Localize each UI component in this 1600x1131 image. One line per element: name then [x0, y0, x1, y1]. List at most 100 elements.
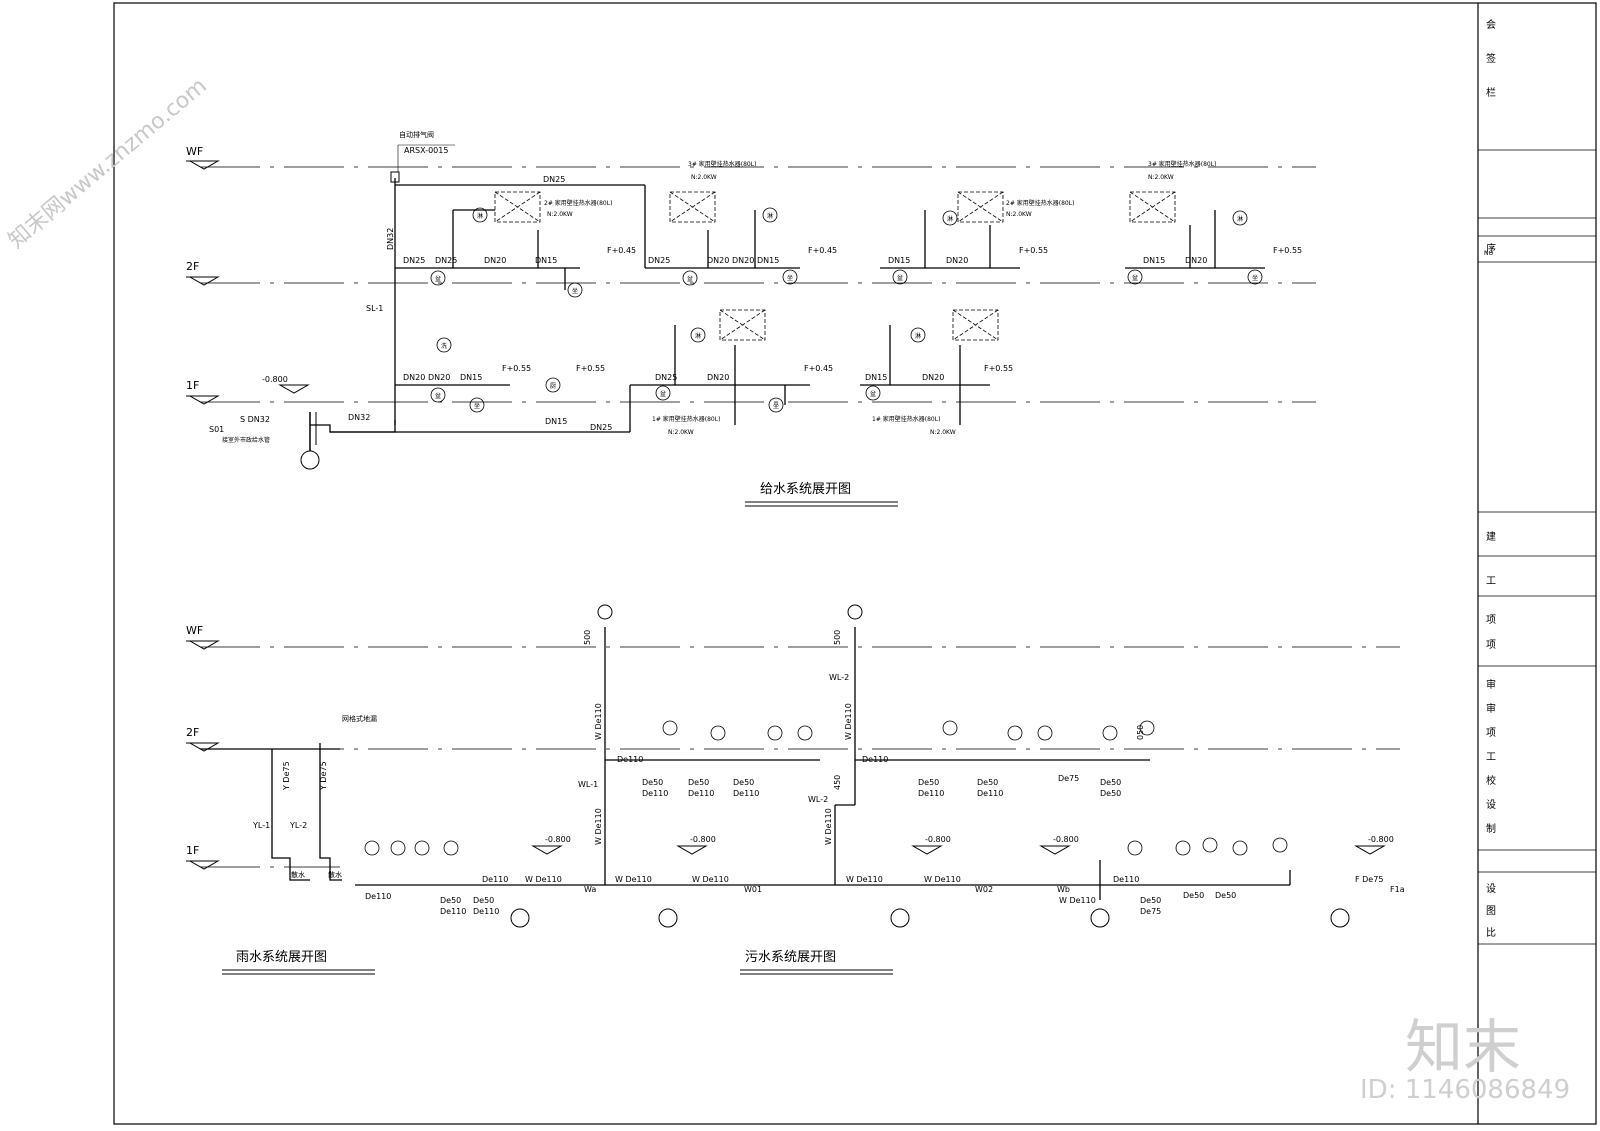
supply-floor-wf: WF — [186, 145, 203, 158]
svg-text:3# 家用壁挂热水器(80L): 3# 家用壁挂热水器(80L) — [1148, 160, 1216, 168]
svg-text:DN15: DN15 — [757, 256, 779, 265]
svg-text:DN32: DN32 — [348, 413, 370, 422]
svg-text:淋: 淋 — [1237, 215, 1243, 223]
sewage-pipes — [355, 627, 1291, 900]
svg-text:DN15: DN15 — [460, 373, 482, 382]
svg-text:N:2.0KW: N:2.0KW — [691, 174, 717, 181]
svg-text:DN15: DN15 — [1143, 256, 1165, 265]
svg-text:De75: De75 — [1140, 907, 1161, 916]
svg-text:淋: 淋 — [477, 212, 483, 220]
svg-text:De110: De110 — [1113, 875, 1139, 884]
svg-text:De50: De50 — [977, 778, 998, 787]
svg-text:盆: 盆 — [435, 392, 441, 400]
svg-text:WL-2: WL-2 — [829, 673, 849, 682]
tb-5: 建 — [1486, 532, 1496, 543]
svg-text:De50: De50 — [473, 896, 494, 905]
svg-text:坐: 坐 — [787, 274, 793, 282]
svg-text:DN20: DN20 — [403, 373, 425, 382]
svg-text:F+0.55: F+0.55 — [1273, 246, 1302, 255]
svg-text:-0.800: -0.800 — [1368, 835, 1394, 844]
svg-text:De75: De75 — [1058, 774, 1079, 783]
svg-text:接室外市政给水管: 接室外市政给水管 — [222, 436, 270, 444]
svg-text:N:2.0KW: N:2.0KW — [668, 429, 694, 436]
drain-floor-2f: 2F — [186, 726, 199, 739]
svg-text:DN20: DN20 — [732, 256, 754, 265]
watermark-id: ID: 1146086849 — [1360, 1075, 1571, 1105]
svg-text:盆: 盆 — [435, 275, 441, 283]
svg-text:De50: De50 — [440, 896, 461, 905]
svg-text:淋: 淋 — [947, 215, 953, 223]
sewage-fixtures — [364, 720, 1288, 856]
svg-text:DN20: DN20 — [946, 256, 968, 265]
svg-text:盆: 盆 — [687, 275, 693, 283]
drain-floor-markers — [186, 640, 219, 870]
svg-text:WL-1: WL-1 — [578, 780, 598, 789]
svg-text:De110: De110 — [733, 789, 759, 798]
svg-text:W De110: W De110 — [594, 808, 603, 845]
svg-text:DN20: DN20 — [707, 256, 729, 265]
svg-text:DN15: DN15 — [545, 417, 567, 426]
svg-text:自动排气阀: 自动排气阀 — [399, 130, 434, 139]
svg-text:F+0.55: F+0.55 — [984, 364, 1013, 373]
tb-17: 图 — [1486, 906, 1496, 917]
svg-text:De50: De50 — [1215, 891, 1236, 900]
tb-15: 制 — [1486, 824, 1496, 835]
rain-pipes — [200, 743, 342, 881]
supply-floor-lines — [200, 166, 1316, 403]
svg-text:DN20: DN20 — [1185, 256, 1207, 265]
sheet-frame — [113, 2, 1597, 1125]
svg-text:De50: De50 — [918, 778, 939, 787]
svg-text:2# 家用壁挂热水器(80L): 2# 家用壁挂热水器(80L) — [1006, 199, 1074, 207]
svg-text:De110: De110 — [365, 892, 391, 901]
svg-text:W De110: W De110 — [594, 703, 603, 740]
sewage-labels: 500 500 450 050 WL-2 WL-1 WL-2 W De110 W… — [365, 630, 1405, 916]
svg-text:盆: 盆 — [1132, 274, 1138, 282]
vent-caps — [597, 604, 863, 620]
svg-text:W02: W02 — [975, 885, 993, 894]
svg-text:散水: 散水 — [328, 870, 342, 879]
svg-text:DN15: DN15 — [865, 373, 887, 382]
svg-text:W De110: W De110 — [824, 808, 833, 845]
supply-labels: 自动排气阀 ARSX-0015 DN25 DN32 SL-1 DN25 DN25… — [209, 130, 1302, 444]
drain-floor-lines — [200, 646, 1400, 868]
svg-text:淋: 淋 — [695, 332, 701, 340]
svg-text:盆: 盆 — [870, 390, 876, 398]
svg-text:N:2.0KW: N:2.0KW — [1006, 211, 1032, 218]
tb-11: 项 — [1486, 728, 1496, 739]
svg-text:W De110: W De110 — [615, 875, 652, 884]
svg-text:F+0.55: F+0.55 — [576, 364, 605, 373]
svg-text:Wb: Wb — [1057, 885, 1070, 894]
svg-text:洗: 洗 — [441, 342, 447, 350]
svg-text:3# 家用壁挂热水器(80L): 3# 家用壁挂热水器(80L) — [688, 160, 756, 168]
supply-floor-markers — [186, 160, 219, 405]
rain-gully-label: 网格式地漏 — [342, 714, 377, 723]
svg-text:1# 家用壁挂热水器(80L): 1# 家用壁挂热水器(80L) — [652, 415, 720, 423]
svg-text:1# 家用壁挂热水器(80L): 1# 家用壁挂热水器(80L) — [872, 415, 940, 423]
sewage-title: 污水系统展开图 — [745, 950, 837, 965]
svg-text:淋: 淋 — [767, 212, 773, 220]
svg-text:散水: 散水 — [291, 870, 305, 879]
tb-7: 项 — [1486, 615, 1496, 626]
svg-text:F+0.55: F+0.55 — [1019, 246, 1048, 255]
svg-text:F+0.45: F+0.45 — [607, 246, 636, 255]
tb-0: 会 — [1486, 20, 1496, 31]
tb-9: 审 — [1486, 680, 1496, 691]
svg-text:450: 450 — [833, 775, 842, 790]
tb-13: 校 — [1486, 776, 1496, 787]
title-block-lines — [1478, 149, 1596, 945]
svg-text:De110: De110 — [688, 789, 714, 798]
rain-title: 雨水系统展开图 — [236, 950, 328, 965]
svg-text:淋: 淋 — [915, 332, 921, 340]
title-block: 会 签 栏 序 NO 建 工 项 项 审 审 项 工 校 设 制 设 图 比 — [1480, 0, 1500, 1131]
svg-text:盆: 盆 — [897, 274, 903, 282]
svg-text:2# 家用壁挂热水器(80L): 2# 家用壁挂热水器(80L) — [544, 199, 612, 207]
svg-text:盆: 盆 — [660, 390, 666, 398]
svg-text:N:2.0KW: N:2.0KW — [930, 429, 956, 436]
tb-2: 栏 — [1486, 88, 1496, 99]
tb-4: NO — [1484, 250, 1494, 257]
svg-text:坐: 坐 — [474, 402, 480, 410]
svg-text:Wa: Wa — [584, 885, 596, 894]
svg-text:De50: De50 — [642, 778, 663, 787]
tb-10: 审 — [1486, 704, 1496, 715]
